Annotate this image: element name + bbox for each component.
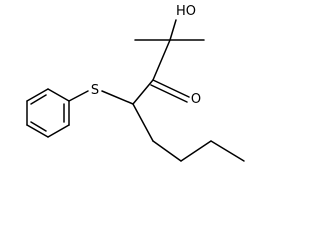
butyl-chain-bond bbox=[152, 140, 182, 162]
ring-bond bbox=[26, 88, 49, 102]
carbonyl-double-bond bbox=[150, 84, 188, 103]
carbon-carbon-bond bbox=[132, 79, 154, 105]
sulfur-carbon-bond bbox=[101, 90, 134, 105]
butyl-chain-bond bbox=[210, 140, 245, 162]
phenyl-ring bbox=[26, 88, 70, 138]
butyl-chain-bond bbox=[180, 140, 212, 162]
carbonyl-oxygen-label: O bbox=[191, 92, 201, 107]
carbon-carbon-bond bbox=[152, 39, 171, 81]
phenyl-sulfur-bond bbox=[68, 90, 89, 102]
carbonyl-double-bond bbox=[152, 79, 190, 98]
hydroxyl-bond bbox=[169, 19, 177, 41]
ring-bond bbox=[26, 124, 49, 138]
sulfur-atom-label: S bbox=[91, 83, 99, 98]
ring-bond bbox=[47, 88, 70, 102]
butyl-chain-bond bbox=[132, 103, 154, 142]
ring-double-bond bbox=[30, 121, 47, 132]
molecule-structure-diagram: S O HO bbox=[26, 4, 245, 162]
ring-double-bond bbox=[30, 94, 47, 105]
ring-bond bbox=[47, 124, 70, 138]
hydroxyl-label: HO bbox=[176, 4, 196, 19]
